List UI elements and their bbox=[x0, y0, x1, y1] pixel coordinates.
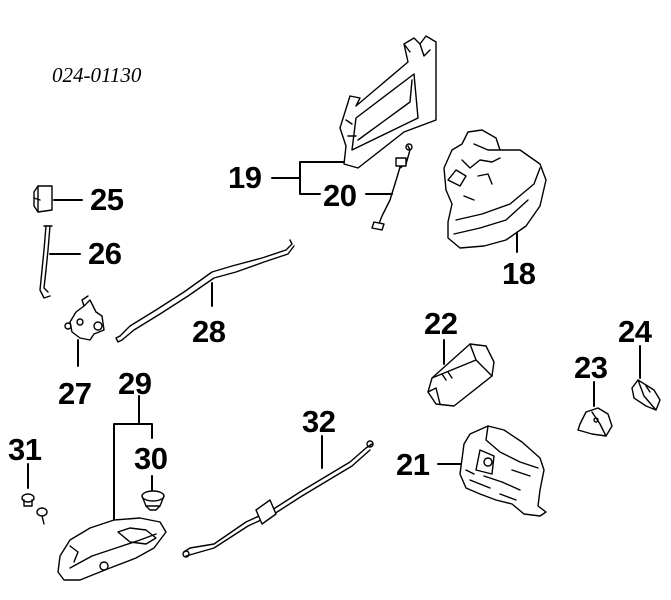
part-20-rod bbox=[371, 143, 413, 231]
part-31-screws bbox=[21, 493, 48, 525]
part-label-25: 25 bbox=[90, 182, 124, 217]
part-label-24: 24 bbox=[618, 314, 652, 349]
diagram-code: 024-01130 bbox=[52, 63, 142, 87]
part-label-19: 19 bbox=[228, 160, 262, 195]
part-32-rod bbox=[182, 440, 374, 558]
part-18-outer-handle bbox=[443, 129, 547, 249]
part-28-rod bbox=[115, 239, 295, 343]
part-26-rod bbox=[39, 225, 53, 299]
part-23-clip bbox=[577, 407, 613, 437]
part-29-inner-handle bbox=[57, 517, 167, 581]
part-label-22: 22 bbox=[424, 306, 458, 341]
part-label-28: 28 bbox=[192, 314, 226, 349]
part-21-actuator bbox=[459, 425, 547, 517]
part-27-lever bbox=[64, 295, 105, 341]
part-22-switch bbox=[427, 343, 495, 407]
part-label-29: 29 bbox=[118, 366, 152, 401]
part-label-18: 18 bbox=[502, 256, 536, 291]
part-label-30: 30 bbox=[134, 441, 168, 476]
part-label-21: 21 bbox=[396, 447, 430, 482]
part-label-32: 32 bbox=[302, 404, 336, 439]
part-label-20: 20 bbox=[323, 178, 357, 213]
part-25-cap bbox=[33, 185, 53, 213]
part-label-27: 27 bbox=[58, 376, 92, 411]
part-30-grommet bbox=[141, 490, 165, 511]
part-24-clip bbox=[631, 379, 661, 411]
part-label-26: 26 bbox=[88, 236, 122, 271]
part-label-23: 23 bbox=[574, 350, 608, 385]
part-19-bracket bbox=[339, 35, 437, 169]
part-label-31: 31 bbox=[8, 432, 42, 467]
